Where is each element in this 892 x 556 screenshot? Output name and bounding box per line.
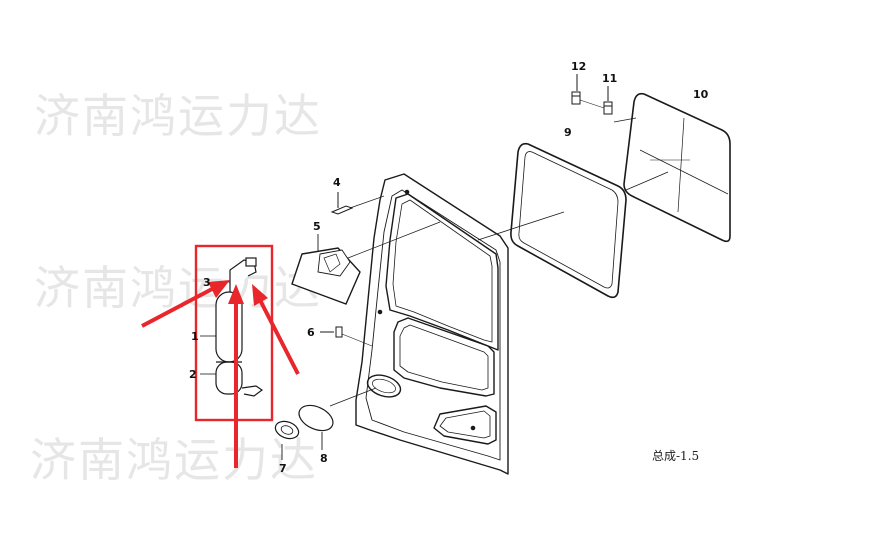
callout-9: 9 [564,126,572,139]
callout-6: 6 [307,326,315,339]
assembly-label: 总成-1.5 [652,449,699,463]
bracket-part-4 [330,192,385,215]
callout-11: 11 [602,72,617,85]
window-glass-10 [613,92,731,243]
callout-7: 7 [279,462,287,475]
callout-5: 5 [313,220,321,233]
red-arrows [141,280,300,468]
window-glass-9 [477,142,627,299]
clip-12 [571,74,581,105]
gasket-part-8 [298,387,377,450]
pin-part-6 [320,326,373,347]
ring-part-7 [274,420,300,460]
cover-part-5 [291,221,441,305]
callout-2: 2 [189,368,197,381]
callout-8: 8 [320,452,328,465]
callout-3: 3 [203,276,211,289]
callout-12: 12 [571,60,586,73]
callout-10: 10 [693,88,709,101]
clip-11 [579,86,613,115]
callout-1: 1 [191,330,199,343]
callout-4: 4 [333,176,341,189]
door-panel [355,173,509,475]
